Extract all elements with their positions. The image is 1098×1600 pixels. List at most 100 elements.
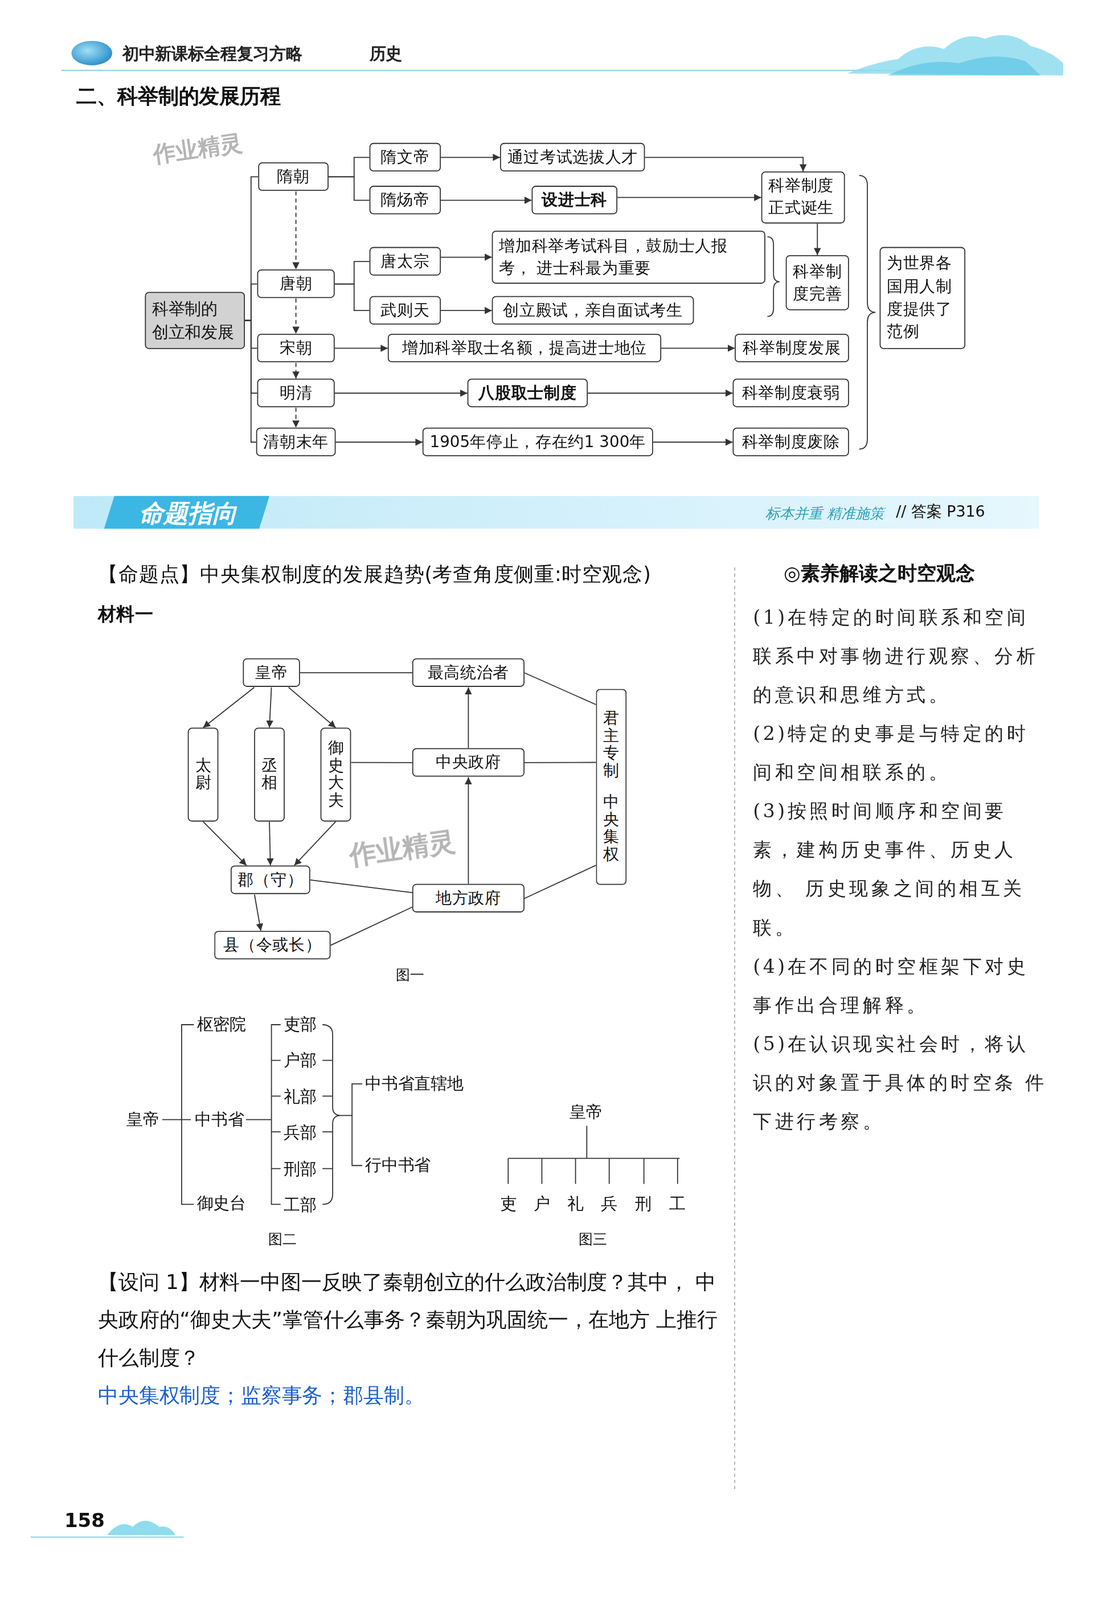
- connector-arrow: [269, 821, 271, 866]
- connector-arrow: [294, 821, 337, 866]
- box-text: 隋炀帝: [380, 188, 430, 212]
- process-box: 唐太宗: [369, 247, 441, 277]
- section-title: 二、科举制的发展历程: [76, 83, 281, 110]
- process-box: 隋炀帝: [369, 185, 441, 215]
- header-text: 历史: [369, 43, 403, 65]
- connector-arrow: [295, 407, 297, 428]
- process-box: 科举制 度完善: [785, 255, 850, 311]
- process-box: 隋朝: [257, 162, 329, 192]
- connector-line: [244, 284, 258, 321]
- box-text: 明清: [279, 381, 313, 405]
- connector-arrow: [617, 197, 762, 199]
- label-text: 图二: [268, 1230, 297, 1249]
- box-text: 通过考试选拔人才: [507, 145, 638, 169]
- connector-line: [328, 157, 370, 177]
- box-text: 地方政府: [435, 886, 502, 910]
- process-box: 明清: [257, 378, 335, 408]
- box-text: 隋朝: [276, 165, 310, 188]
- connector-line: [350, 761, 413, 764]
- box-text: 宋朝: [279, 336, 313, 360]
- question-block: 【设问 1】材料一中图一反映了秦朝创立的什么政治制度？其中， 中央政府的“御史大…: [97, 1263, 731, 1415]
- connector-line: [328, 176, 370, 200]
- connector-arrow: [440, 256, 493, 258]
- connector-line: [334, 284, 370, 311]
- label-text: 御史台: [197, 1193, 247, 1214]
- connector-line: [524, 761, 596, 764]
- box-text: 郡（守）: [237, 868, 303, 892]
- column-separator: [734, 567, 736, 1492]
- fig2-bracket: [246, 1024, 281, 1204]
- connector-arrow: [295, 191, 297, 270]
- box-text: 隋文帝: [380, 145, 430, 169]
- process-box: 为世界各 国用人制 度提供了 范例: [879, 247, 966, 350]
- box-text: 御史大夫: [328, 739, 344, 810]
- sidebar-paragraph: (1)在特定的时间联系和空间 联系中对事物进行观察、分析 的意识和思维方式。: [752, 597, 1055, 715]
- process-box: 科举制度废除: [732, 427, 850, 457]
- process-box: 科举制度衰弱: [732, 378, 850, 408]
- process-box: 隋文帝: [369, 142, 441, 172]
- label-text: 礼部: [283, 1086, 317, 1108]
- box-text: 增加科举考试科目，鼓励士人报考， 进士科最为重要: [498, 234, 759, 281]
- label-text: 行中书省: [365, 1154, 431, 1176]
- connector-arrow: [653, 441, 733, 443]
- process-box: 1905年停止，存在约1 300年: [422, 427, 654, 457]
- header-mountains: [846, 34, 1064, 76]
- process-box: 科举制度 正式诞生: [761, 171, 846, 224]
- connector-arrow: [440, 156, 501, 158]
- label-text: 皇帝: [569, 1101, 602, 1123]
- header-text: 初中新课标全程复习方略: [122, 43, 302, 65]
- connector-arrow: [295, 298, 297, 334]
- label-text: 工部: [283, 1194, 317, 1216]
- label-text: 兵部: [283, 1122, 317, 1143]
- box-text: 武则天: [380, 298, 430, 322]
- connector-line: [310, 879, 413, 893]
- process-box: 设进士科: [531, 185, 618, 215]
- sidebar-paragraph: (5)在认识现实社会时，将认 识的对象置于具体的时空条 件下进行考察。: [752, 1024, 1055, 1141]
- box-text: 太尉: [195, 756, 212, 792]
- label-text: 户部: [283, 1050, 317, 1071]
- process-box: 最高统治者: [412, 658, 525, 688]
- fig2-bracket: [322, 1024, 363, 1204]
- header-icon: [71, 41, 113, 66]
- connector-line: [524, 865, 596, 899]
- process-box: 唐朝: [257, 269, 335, 299]
- connector-arrow: [288, 687, 337, 728]
- connector-arrow: [203, 687, 255, 728]
- label-text: 礼: [567, 1193, 584, 1215]
- label-text: 【命题点】中央集权制度的发展趋势(考查角度侧重:时空观念): [97, 562, 651, 588]
- header-mountains: [887, 56, 1042, 76]
- process-box: 增加科举考试科目，鼓励士人报考， 进士科最为重要: [492, 230, 766, 284]
- connector-arrow: [816, 223, 818, 256]
- connector-arrow: [587, 392, 733, 394]
- process-box: 宋朝: [257, 333, 335, 363]
- banner-tab: [104, 496, 270, 529]
- process-box: 八股取士制度: [467, 378, 588, 408]
- process-box: 武则天: [369, 296, 441, 326]
- label-text: 中书省: [194, 1109, 244, 1130]
- box-text: 八股取士制度: [478, 381, 577, 405]
- banner-slogan: 标本并重 精准施策: [765, 505, 885, 523]
- box-text: 皇帝: [255, 661, 288, 684]
- connector-line: [524, 672, 596, 705]
- box-text: 中央集权: [603, 793, 620, 864]
- question-text: 【设问 1】材料一中图一反映了秦朝创立的什么政治制度？其中， 中央政府的“御史大…: [97, 1263, 731, 1377]
- process-box: 清朝末年: [256, 427, 337, 457]
- connector-arrow: [468, 687, 470, 749]
- watermark: 作业精灵: [347, 824, 458, 873]
- connector-line: [334, 261, 370, 284]
- label-text: 户: [533, 1193, 551, 1215]
- label-text: 皇帝: [126, 1109, 159, 1130]
- connector-arrow: [203, 821, 247, 866]
- connector-arrow: [269, 687, 272, 728]
- connector-arrow: [468, 776, 470, 884]
- label-text: 中书省直辖地: [365, 1073, 464, 1095]
- process-box: 地方政府: [412, 883, 525, 913]
- connector-arrow: [335, 441, 423, 443]
- sidebar-paragraph: (2)特定的史事是与特定的时 间和空间相联系的。: [752, 714, 1055, 792]
- process-box: 科举制度发展: [734, 333, 850, 363]
- vertical-box: 丞相: [253, 727, 285, 822]
- label-text: 兵: [600, 1193, 618, 1215]
- label-text: 工: [669, 1193, 686, 1215]
- label-text: 吏部: [283, 1014, 317, 1035]
- brace: [767, 236, 780, 317]
